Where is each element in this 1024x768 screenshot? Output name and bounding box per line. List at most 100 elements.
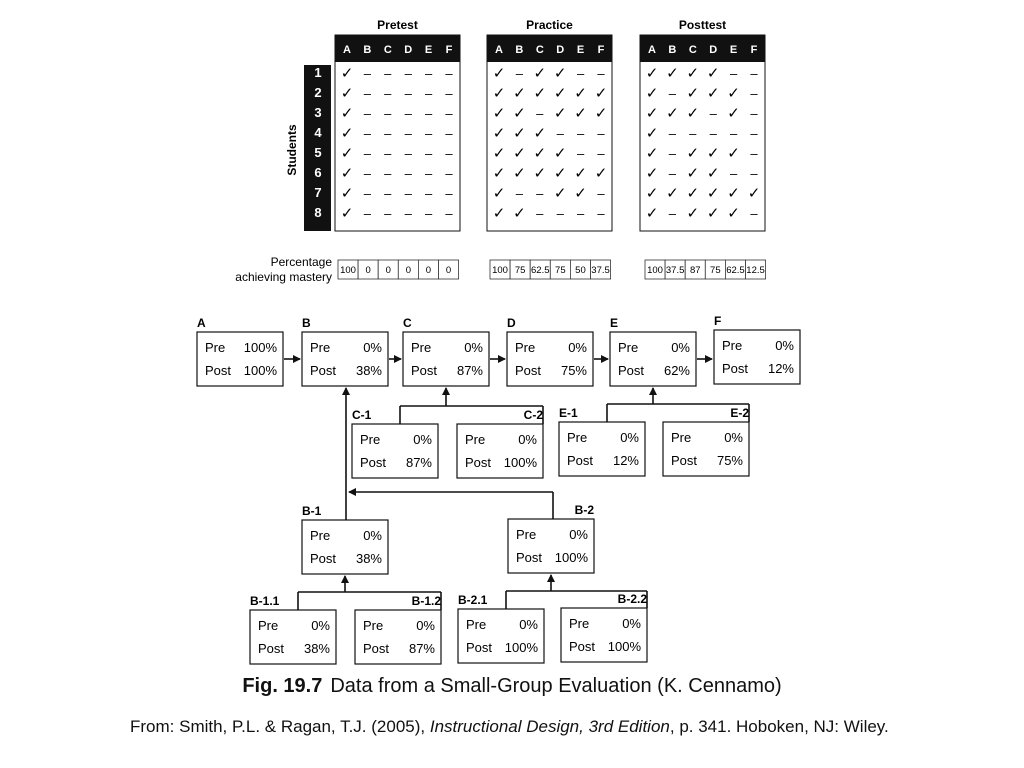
pre-value: 0%: [464, 340, 483, 355]
pre-label: Pre: [722, 338, 742, 353]
mastery-check-mark: ✓: [341, 85, 354, 102]
mastery-check-mark: ✓: [493, 205, 506, 222]
pre-label: Pre: [618, 340, 638, 355]
no-mastery-dash: –: [445, 106, 453, 121]
post-label: Post: [516, 550, 542, 565]
no-mastery-dash: –: [405, 186, 413, 201]
objective-box: [507, 518, 595, 574]
mastery-check-mark: ✓: [727, 105, 740, 122]
post-value: 12%: [768, 361, 794, 376]
mastery-label-line2: achieving mastery: [235, 270, 332, 284]
no-mastery-dash: –: [577, 66, 585, 81]
panel-title: Practice: [526, 18, 573, 32]
pre-value: 0%: [363, 340, 382, 355]
pre-value: 100%: [244, 340, 278, 355]
objective-box: [301, 519, 389, 575]
post-value: 100%: [504, 455, 538, 470]
mastery-check-mark: ✓: [574, 105, 587, 122]
column-header: A: [648, 44, 656, 56]
mastery-check-mark: ✓: [727, 85, 740, 102]
no-mastery-dash: –: [597, 186, 605, 201]
student-number-bar: [304, 65, 331, 231]
mastery-value: 50: [575, 265, 586, 276]
mastery-check-mark: ✓: [513, 105, 526, 122]
mastery-check-mark: ✓: [341, 65, 354, 82]
no-mastery-dash: –: [669, 126, 677, 141]
mastery-cell: [438, 259, 460, 280]
post-label: Post: [205, 363, 231, 378]
objective-box: [457, 608, 545, 664]
post-value: 100%: [244, 363, 278, 378]
mastery-check-mark: ✓: [646, 145, 659, 162]
pre-value: 0%: [724, 430, 743, 445]
column-header: D: [709, 44, 717, 56]
pre-value: 0%: [569, 527, 588, 542]
figure-title: Data from a Small-Group Evaluation (K. C…: [330, 675, 782, 697]
mastery-value: 37.5: [591, 265, 610, 276]
no-mastery-dash: –: [597, 66, 605, 81]
no-mastery-dash: –: [669, 166, 677, 181]
pre-label: Pre: [205, 340, 225, 355]
mastery-check-mark: ✓: [574, 185, 587, 202]
post-value: 100%: [555, 550, 589, 565]
mastery-check-mark: ✓: [727, 185, 740, 202]
no-mastery-dash: –: [710, 106, 718, 121]
pre-value: 0%: [363, 528, 382, 543]
objective-id-label: E: [610, 316, 618, 330]
mastery-value: 100: [492, 265, 508, 276]
mastery-check-mark: ✓: [687, 105, 700, 122]
no-mastery-dash: –: [425, 126, 433, 141]
no-mastery-dash: –: [516, 66, 524, 81]
mastery-check-mark: ✓: [646, 65, 659, 82]
mastery-check-mark: ✓: [513, 85, 526, 102]
pre-value: 0%: [416, 618, 435, 633]
no-mastery-dash: –: [425, 106, 433, 121]
mastery-value: 0: [426, 265, 431, 276]
post-value: 62%: [664, 363, 690, 378]
mastery-check-mark: ✓: [574, 85, 587, 102]
no-mastery-dash: –: [405, 66, 413, 81]
mastery-check-mark: ✓: [554, 85, 567, 102]
students-axis-label: Students: [285, 124, 299, 176]
post-label: Post: [360, 455, 386, 470]
post-value: 87%: [409, 641, 435, 656]
panel-frame: [486, 34, 613, 232]
pre-label: Pre: [360, 432, 380, 447]
no-mastery-dash: –: [364, 106, 372, 121]
no-mastery-dash: –: [577, 126, 585, 141]
objective-id-label: E-1: [559, 406, 578, 420]
column-header: F: [598, 44, 605, 56]
mastery-check-mark: ✓: [341, 205, 354, 222]
mastery-cell: [745, 259, 767, 280]
mastery-check-mark: ✓: [646, 165, 659, 182]
mastery-check-mark: ✓: [341, 145, 354, 162]
objective-box: [558, 421, 646, 477]
post-value: 12%: [613, 453, 639, 468]
pre-label: Pre: [466, 617, 486, 632]
no-mastery-dash: –: [536, 206, 544, 221]
mastery-check-mark: ✓: [595, 105, 608, 122]
no-mastery-dash: –: [730, 66, 738, 81]
no-mastery-dash: –: [384, 186, 392, 201]
mastery-value: 75: [515, 265, 526, 276]
pre-value: 0%: [671, 340, 690, 355]
no-mastery-dash: –: [425, 86, 433, 101]
panel-header-bar: [487, 35, 612, 62]
post-label: Post: [363, 641, 389, 656]
column-header: B: [515, 44, 523, 56]
no-mastery-dash: –: [445, 66, 453, 81]
panel-title: Posttest: [679, 18, 726, 32]
no-mastery-dash: –: [750, 206, 758, 221]
no-mastery-dash: –: [405, 166, 413, 181]
pre-label: Pre: [516, 527, 536, 542]
mastery-check-mark: ✓: [493, 105, 506, 122]
post-label: Post: [411, 363, 437, 378]
no-mastery-dash: –: [445, 86, 453, 101]
post-value: 75%: [717, 453, 743, 468]
objective-box: [351, 423, 439, 479]
no-mastery-dash: –: [364, 126, 372, 141]
column-header: E: [730, 44, 737, 56]
mastery-check-mark: ✓: [727, 205, 740, 222]
objective-id-label: E-2: [730, 406, 749, 420]
mastery-check-mark: ✓: [707, 205, 720, 222]
